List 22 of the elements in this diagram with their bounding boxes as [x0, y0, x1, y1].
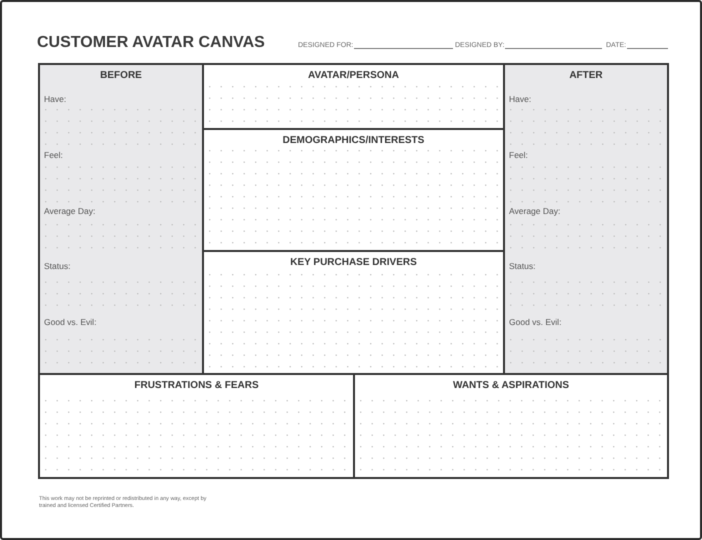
section-heading: BEFORE: [100, 70, 142, 80]
field-label: Good vs. Evil:: [509, 317, 562, 327]
canvas-section: [38, 63, 204, 375]
canvas-title: CUSTOMER AVATAR CANVAS: [37, 33, 265, 52]
canvas-section: [353, 373, 669, 479]
section-heading: AFTER: [569, 70, 603, 80]
section-heading: AVATAR/PERSONA: [308, 70, 399, 80]
section-heading: FRUSTRATIONS & FEARS: [134, 380, 259, 390]
field-label: Average Day:: [44, 206, 96, 216]
field-label: Status:: [44, 261, 70, 272]
field-label: Have:: [509, 94, 532, 104]
section-heading: DEMOGRAPHICS/INTERESTS: [282, 134, 424, 146]
section-heading: KEY PURCHASE DRIVERS: [290, 256, 417, 268]
field-label: Good vs. Evil:: [44, 317, 96, 327]
field-label: Feel:: [44, 150, 63, 160]
canvas-section: [38, 373, 355, 479]
field-label: Feel:: [509, 150, 528, 160]
field-label: Average Day:: [509, 206, 560, 216]
field-label: Have:: [44, 94, 66, 104]
canvas-section: [503, 63, 669, 375]
section-heading: WANTS & ASPIRATIONS: [452, 380, 570, 390]
field-label: Status:: [509, 261, 536, 272]
